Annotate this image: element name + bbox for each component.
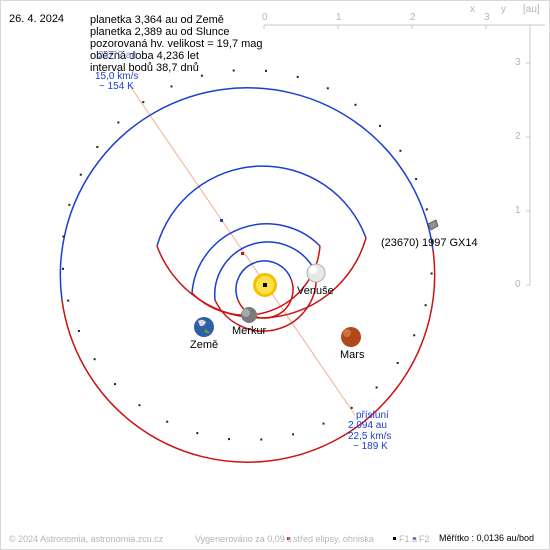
x-tick-label: 3: [484, 12, 490, 23]
apsides-line: [129, 85, 356, 416]
orbit-interval-point: [117, 121, 120, 124]
x-tick-label: 0: [262, 12, 268, 23]
orbit-interval-point: [431, 240, 433, 243]
legend-center-marker: [287, 537, 290, 540]
orbit-interval-point: [228, 438, 230, 441]
orbit-interval-point: [79, 173, 82, 176]
orbit-interval-point: [196, 432, 199, 435]
legend-f1-marker: [393, 537, 396, 540]
orbit-interval-point: [138, 404, 141, 407]
aphelion-distance: 2,6?? au: [98, 50, 137, 61]
info-line: planetka 2,389 au od Slunce: [90, 26, 230, 38]
orbit-interval-point: [260, 438, 263, 441]
footer-legend-f1: F1 a: [399, 534, 418, 544]
footer-legend-f2: F2: [419, 534, 430, 544]
y-tick-label: 2: [515, 131, 521, 142]
aphelion-speed: 15,0 km/s: [95, 71, 139, 82]
footer-generated: Vygenerováno za 0,09 s: [195, 534, 292, 544]
y-tick-label: 1: [515, 205, 521, 216]
object-label: (23670) 1997 GX14: [381, 237, 478, 249]
orbit-interval-point: [424, 304, 427, 307]
perihelion-speed: 22,5 km/s: [348, 431, 392, 442]
perihelion-temp: ~ 189 K: [353, 441, 388, 452]
orbit-interval-point: [399, 149, 402, 152]
orbit-interval-point: [413, 334, 416, 337]
x-tick-label: 2: [410, 12, 416, 23]
footer-copyright: © 2024 Astronomia, astronomia.zcu.cz: [9, 534, 164, 544]
orbit-interval-point: [375, 386, 378, 389]
orbit-interval-point: [62, 235, 65, 238]
orbit-interval-point: [77, 330, 80, 332]
orbit-interval-point: [326, 87, 329, 90]
orbit-interval-point: [430, 272, 433, 275]
earth-icon: [194, 317, 214, 337]
orbit-interval-point: [170, 85, 173, 88]
orbit-interval-point: [379, 124, 381, 127]
orbit-interval-point: [68, 203, 71, 206]
y-axis: [526, 25, 531, 286]
venus-orbit: [214, 241, 317, 332]
x-axis-label: x: [470, 4, 475, 15]
mars-icon: [341, 327, 361, 347]
focus-f2-marker: [220, 219, 223, 222]
orbit-interval-point: [166, 420, 169, 423]
footer-scale: Měřítko : 0,0136 au/bod: [439, 533, 535, 543]
orbit-interval-point: [142, 101, 145, 104]
ellipse-center-marker: [241, 252, 244, 255]
orbit-interval-point: [232, 69, 235, 72]
mars-label: Mars: [340, 349, 365, 361]
orbit-interval-point: [93, 358, 96, 361]
asteroid-icon: [427, 219, 439, 231]
orbit-interval-point: [96, 146, 99, 148]
info-line: interval bodů 38,7 dnů: [90, 62, 199, 74]
orbit-interval-point: [354, 103, 357, 106]
x-axis: [263, 24, 545, 29]
orbit-interval-point: [350, 406, 353, 409]
orbit-interval-point: [425, 208, 428, 211]
orbit-interval-point: [322, 422, 325, 425]
asteroid-orbit-points: [62, 69, 433, 441]
orbit-interval-point: [396, 362, 399, 364]
venus-label: Venuše: [297, 285, 334, 297]
mercury-label: Merkur: [232, 325, 267, 337]
orbit-interval-point: [114, 383, 116, 386]
x-tick-label: 1: [336, 12, 342, 23]
orbit-interval-point: [200, 74, 203, 77]
orbit-interval-point: [415, 178, 418, 180]
y-tick-label: 0: [515, 279, 521, 290]
info-line: planetka 3,364 au od Země: [90, 14, 224, 26]
footer-legend-center: střed elipsy, ohniska: [293, 534, 374, 544]
info-line: pozorovaná hv. velikost = 19,7 mag: [90, 38, 263, 50]
earth-label: Země: [190, 339, 219, 351]
perihelion-label: přísluní: [356, 410, 389, 421]
orbit-interval-point: [292, 433, 295, 436]
mercury-icon: [241, 307, 257, 323]
orbit-interval-point: [62, 267, 64, 270]
orbit-interval-point: [296, 75, 299, 78]
y-tick-label: 3: [515, 57, 521, 68]
sun-icon: [253, 273, 277, 297]
unit-label: [au]: [523, 4, 540, 15]
legend-f2-marker: [413, 537, 416, 540]
info-line: oběžná doba 4,236 let: [90, 50, 199, 62]
asteroid-orbit: [59, 87, 436, 463]
info-block: planetka 3,364 au od Země planetka 2,389…: [90, 14, 263, 74]
orbit-interval-point: [67, 299, 70, 302]
y-axis-label: y: [501, 4, 506, 15]
perihelion-distance: 2,094 au: [348, 420, 387, 431]
orbit-interval-point: [265, 69, 267, 72]
venus-icon: [306, 263, 326, 283]
date-label: 26. 4. 2024: [9, 13, 65, 25]
aphelion-temp: ~ 154 K: [99, 81, 134, 92]
